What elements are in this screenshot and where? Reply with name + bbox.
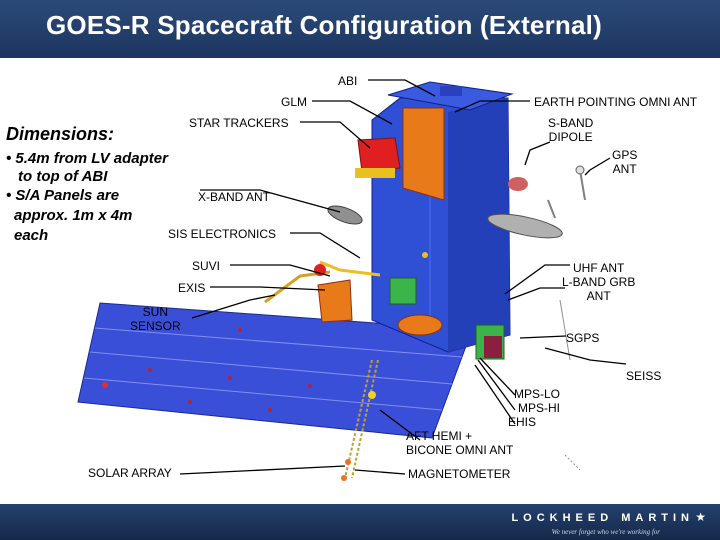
label-mps-hi: MPS-HI <box>518 401 560 415</box>
label-sgps: SGPS <box>566 331 599 345</box>
label-mps-lo: MPS-LO <box>514 387 560 401</box>
label-star-trackers: STAR TRACKERS <box>189 116 289 130</box>
dimensions-line: to top of ABI <box>18 168 107 185</box>
label-abi: ABI <box>338 74 357 88</box>
label-magnetometer: MAGNETOMETER <box>408 467 510 481</box>
label-aft-hemi-bicone: AFT HEMI +BICONE OMNI ANT <box>406 429 513 457</box>
footer-bar: LOCKHEED MARTIN ★ We never forget who we… <box>0 504 720 540</box>
label-seiss: SEISS <box>626 369 661 383</box>
dimensions-line: • 5.4m from LV adapter <box>6 150 168 167</box>
lockheed-martin-logo: LOCKHEED MARTIN <box>511 512 694 524</box>
dimensions-line: • S/A Panels are <box>6 187 119 204</box>
dimensions-line: approx. 1m x 4m <box>14 207 132 224</box>
label-glm: GLM <box>281 95 307 109</box>
label-sis-electronics: SIS ELECTRONICS <box>168 227 276 241</box>
label-solar-array: SOLAR ARRAY <box>88 466 172 480</box>
dimensions-heading: Dimensions: <box>6 124 114 145</box>
label-suvi: SUVI <box>192 259 220 273</box>
label-x-band-ant: X-BAND ANT <box>198 190 270 204</box>
label-exis: EXIS <box>178 281 205 295</box>
footer-tagline: We never forget who we're working for <box>552 528 660 536</box>
dimensions-line: each <box>14 227 48 244</box>
star-icon: ★ <box>695 510 706 524</box>
label-earth-pointing-omni-ant: EARTH POINTING OMNI ANT <box>534 95 697 109</box>
label-ehis: EHIS <box>508 415 536 429</box>
